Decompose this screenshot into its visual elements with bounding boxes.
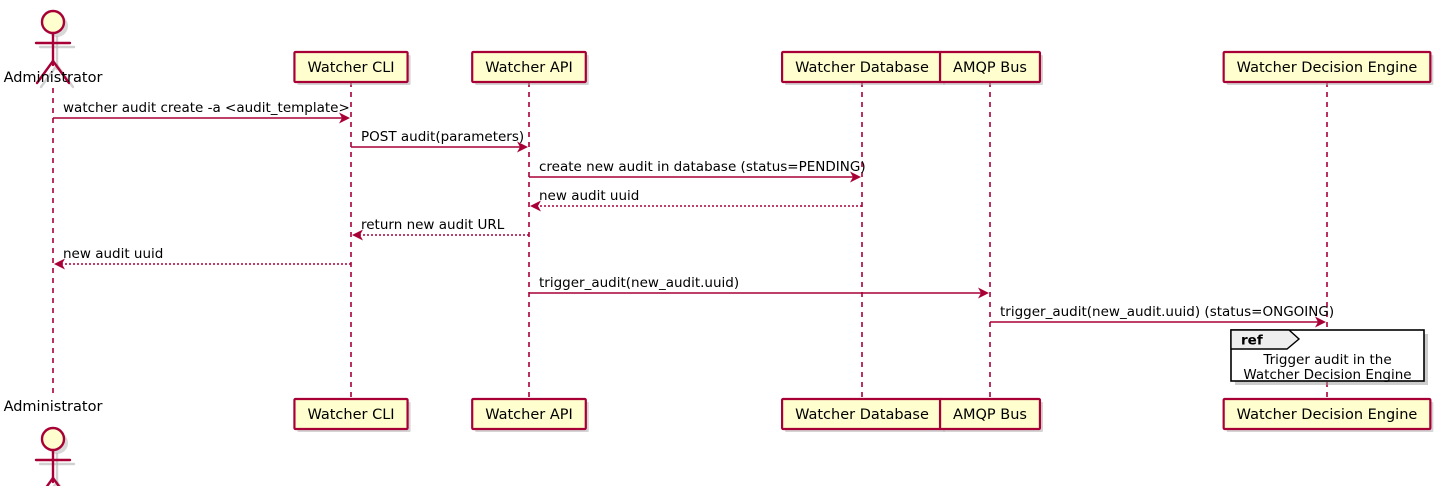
participant-watcher-cli[interactable]: Watcher CLI <box>293 397 411 432</box>
arrow-head-icon <box>339 112 350 124</box>
participant-watcher-database[interactable]: Watcher Database <box>780 397 945 432</box>
messages: watcher audit create -a <audit_template>… <box>53 100 1334 328</box>
message-4[interactable]: return new audit URL <box>352 217 529 241</box>
message-label: create new audit in database (status=PEN… <box>539 159 866 175</box>
participant-label: AMQP Bus <box>953 407 1027 423</box>
participant-label: Watcher Decision Engine <box>1237 60 1418 76</box>
participant-amqp-bus[interactable]: AMQP Bus <box>938 397 1043 432</box>
message-2[interactable]: create new audit in database (status=PEN… <box>529 159 866 183</box>
participant-amqp-bus[interactable]: AMQP Bus <box>938 50 1043 85</box>
message-label: trigger_audit(new_audit.uuid) <box>539 275 739 291</box>
message-label: new audit uuid <box>63 246 163 262</box>
arrow-head-icon <box>352 229 363 241</box>
participant-label: Watcher API <box>485 407 573 423</box>
participant-label: Watcher Decision Engine <box>1237 407 1418 423</box>
participant-watcher-decision-engine[interactable]: Watcher Decision Engine <box>1222 50 1434 85</box>
message-label: trigger_audit(new_audit.uuid) (status=ON… <box>1000 304 1334 320</box>
lifelines <box>52 82 1328 399</box>
message-6[interactable]: trigger_audit(new_audit.uuid) <box>529 275 989 299</box>
ref-body-line: Watcher Decision Engine <box>1243 367 1411 383</box>
participant-label: Watcher CLI <box>307 60 394 76</box>
message-label: watcher audit create -a <audit_template> <box>63 100 350 116</box>
participant-watcher-api[interactable]: Watcher API <box>471 50 589 85</box>
message-label: POST audit(parameters) <box>361 129 524 145</box>
participant-watcher-cli[interactable]: Watcher CLI <box>293 50 411 85</box>
arrow-head-icon <box>850 171 861 183</box>
participant-label: Watcher Database <box>795 60 929 76</box>
arrow-head-icon <box>54 258 65 270</box>
participant-label: AMQP Bus <box>953 60 1027 76</box>
message-3[interactable]: new audit uuid <box>530 188 862 212</box>
actor-administrator[interactable]: Administrator <box>4 9 103 89</box>
message-7[interactable]: trigger_audit(new_audit.uuid) (status=ON… <box>990 304 1334 328</box>
message-1[interactable]: POST audit(parameters) <box>351 129 528 153</box>
message-5[interactable]: new audit uuid <box>54 246 351 270</box>
arrow-head-icon <box>978 287 989 299</box>
participant-watcher-database[interactable]: Watcher Database <box>780 50 945 85</box>
actor-label: Administrator <box>4 399 103 415</box>
message-0[interactable]: watcher audit create -a <audit_template> <box>53 100 350 124</box>
ref-tag-label: ref <box>1241 333 1263 349</box>
actor-label: Administrator <box>4 70 103 86</box>
message-label: return new audit URL <box>361 217 505 233</box>
actor-administrator[interactable]: Administrator <box>4 399 103 486</box>
arrow-head-icon <box>517 141 528 153</box>
arrow-head-icon <box>1315 316 1326 328</box>
arrow-head-icon <box>530 200 541 212</box>
message-label: new audit uuid <box>539 188 639 204</box>
ref-tab <box>1230 329 1301 350</box>
participant-label: Watcher API <box>485 60 573 76</box>
participant-label: Watcher Database <box>795 407 929 423</box>
participant-watcher-decision-engine[interactable]: Watcher Decision Engine <box>1222 397 1434 432</box>
participant-watcher-api[interactable]: Watcher API <box>471 397 589 432</box>
ref-body-line: Trigger audit in the <box>1262 352 1391 368</box>
participant-label: Watcher CLI <box>307 407 394 423</box>
